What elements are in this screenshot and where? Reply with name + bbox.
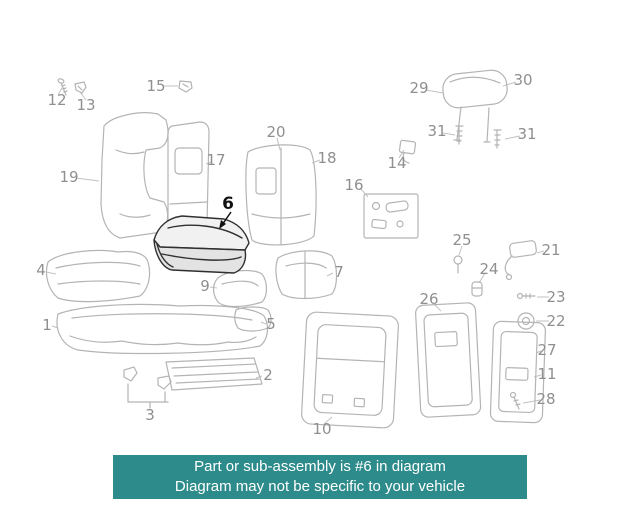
part-29-30-headrest [442,69,508,143]
part-1-seat-cushion [56,303,269,355]
part-31-bolt-left [455,125,464,145]
part-10-back-panel [301,311,399,429]
part-19-seat-back-pad [100,112,169,239]
highlight-arrow [219,211,232,229]
notice-line-2: Diagram may not be specific to your vehi… [174,478,466,495]
part-13-clip [74,81,87,94]
part-4-side-cushion [45,249,151,303]
part-16-hardware-kit [363,193,419,239]
part-15-clip [178,80,193,93]
part-12-screw [57,78,68,96]
part-24-bushing [471,281,483,297]
notice-banner: Part or sub-assembly is #6 in diagram Di… [113,455,527,499]
part-7-pad [275,250,338,300]
notice-line-1: Part or sub-assembly is #6 in diagram [194,458,446,475]
part-28-bolt [509,391,521,410]
part-3-brackets [123,366,172,409]
part-14-latch [398,139,417,164]
part-2-mat [165,357,263,391]
part-21-cable-latch [504,240,537,281]
part-18-seat-back-cushion [245,144,317,246]
part-22-grommet [517,312,535,330]
part-6-armrest-highlighted [153,215,250,274]
part-26-panel [415,302,482,418]
part-25-clip [453,255,463,274]
part-23-screw [516,292,536,300]
part-31-bolt-right [493,129,502,149]
part-9-pad [212,269,268,308]
part-27-panel [489,320,546,424]
leader-lines [45,81,549,425]
